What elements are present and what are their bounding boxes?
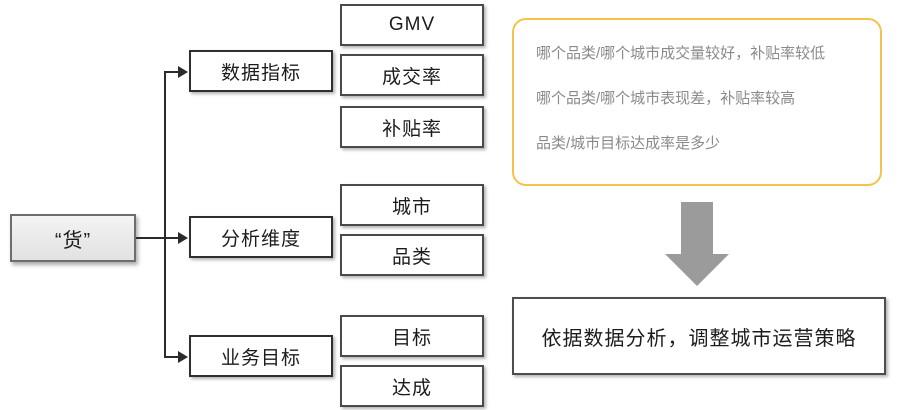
question-item: 品类/城市目标达成率是多少 (536, 135, 721, 152)
leaf-node-conversion-rate[interactable]: 成交率 (340, 54, 484, 96)
leaf-node-category[interactable]: 品类 (340, 234, 484, 276)
connector-trunk-to-branch-2 (164, 237, 182, 239)
leaf-node-label: 目标 (391, 327, 432, 349)
arrow-head (665, 254, 729, 286)
leaf-node-label: 城市 (391, 196, 432, 218)
branch-node-data-metrics[interactable]: 数据指标 (189, 50, 333, 92)
root-node-label: “货” (54, 229, 92, 252)
connector-root-to-trunk (136, 237, 166, 239)
leaf-node-achievement[interactable]: 达成 (340, 365, 484, 407)
arrow-head-branch-3-icon (178, 351, 188, 363)
outcome-box[interactable]: 依据数据分析，调整城市运营策略 (512, 297, 886, 375)
arrow-shaft (681, 202, 713, 254)
question-item: 哪个品类/哪个城市成交量较好，补贴率较低 (536, 45, 826, 62)
connector-trunk-vertical (164, 71, 166, 358)
leaf-node-city[interactable]: 城市 (340, 184, 484, 226)
branch-node-analysis-dimension[interactable]: 分析维度 (189, 216, 333, 258)
branch-node-label: 分析维度 (220, 228, 301, 250)
question-item: 哪个品类/哪个城市表现差，补贴率较高 (536, 90, 796, 107)
outcome-label: 依据数据分析，调整城市运营策略 (541, 327, 857, 350)
root-node-huo[interactable]: “货” (10, 214, 136, 262)
branch-node-label: 数据指标 (220, 62, 301, 84)
arrow-down-icon (665, 202, 729, 286)
questions-panel: 哪个品类/哪个城市成交量较好，补贴率较低 哪个品类/哪个城市表现差，补贴率较高 … (512, 18, 882, 186)
branch-node-business-goal[interactable]: 业务目标 (189, 335, 333, 377)
leaf-node-label: GMV (388, 14, 436, 35)
leaf-node-subsidy-rate[interactable]: 补贴率 (340, 106, 484, 148)
leaf-node-target[interactable]: 目标 (340, 315, 484, 357)
leaf-node-label: 补贴率 (381, 118, 442, 140)
arrow-head-branch-1-icon (178, 66, 188, 78)
connector-trunk-to-branch-3 (164, 356, 182, 358)
connector-trunk-to-branch-1 (164, 71, 182, 73)
leaf-node-label: 成交率 (381, 66, 442, 88)
leaf-node-gmv[interactable]: GMV (340, 4, 484, 46)
leaf-node-label: 品类 (391, 246, 432, 268)
branch-node-label: 业务目标 (220, 347, 301, 369)
arrow-head-branch-2-icon (178, 232, 188, 244)
leaf-node-label: 达成 (391, 377, 432, 399)
